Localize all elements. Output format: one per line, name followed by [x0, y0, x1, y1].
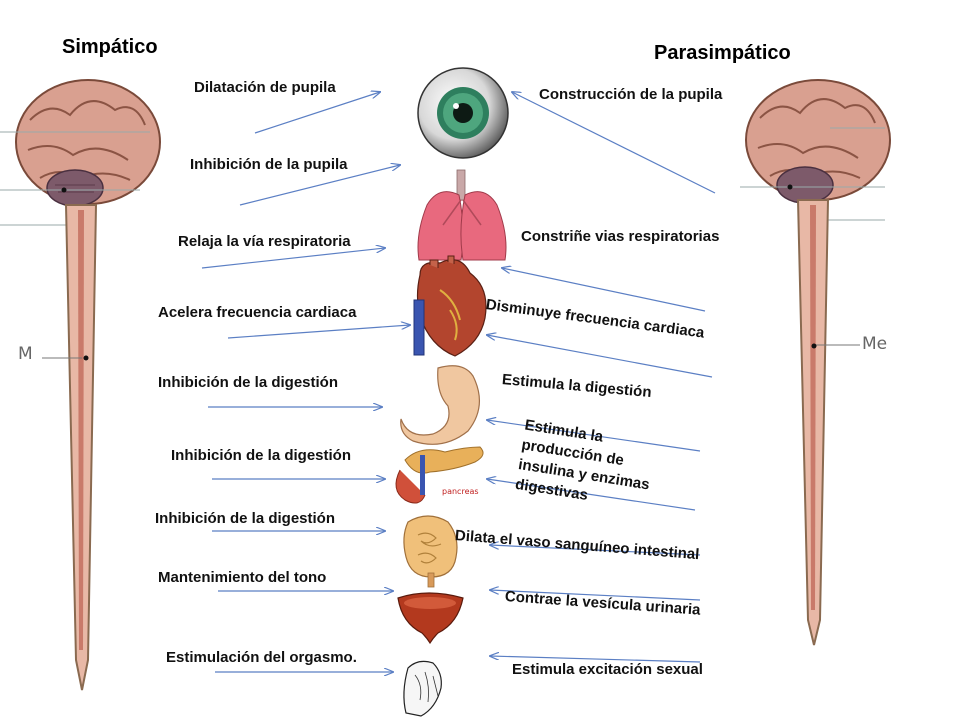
sym-label-pupil-dilation: Dilatación de pupila [194, 79, 336, 96]
right-spinal-cord [796, 199, 860, 646]
pancreas-icon: pancreas [395, 446, 484, 504]
sym-label-digestion-1: Inhibición de la digestión [158, 374, 339, 391]
heart-icon [413, 255, 487, 357]
arrow-para-heart [487, 335, 713, 378]
pancreas-caption: pancreas [442, 487, 479, 496]
para-label-pupil: Construcción de la pupila [539, 86, 723, 103]
left-spinal-cord [42, 204, 98, 691]
right-side-mark: Me [862, 334, 888, 354]
right-brain [740, 79, 891, 223]
arrow-para-bladder [490, 590, 701, 601]
arrow-para-intestine [490, 545, 701, 556]
lungs-icon [417, 169, 507, 261]
arrow-sym-pupil-dilation [254, 92, 380, 134]
arrow-sym-pupil-inhibition [239, 165, 400, 206]
arrow-para-sexual [490, 656, 701, 663]
arrow-para-insulin [487, 479, 696, 511]
parasympathetic-title: Parasimpático [654, 42, 791, 64]
para-label-airway: Constriñe vias respiratorias [521, 228, 720, 245]
arrow-sym-airway [201, 248, 385, 269]
eye-icon [417, 67, 509, 159]
left-brain [0, 79, 161, 226]
left-side-mark: M [18, 344, 33, 364]
sym-label-digestion-2: Inhibición de la digestión [171, 447, 352, 464]
bladder-icon [397, 592, 464, 645]
arrow-para-digestion [487, 420, 701, 452]
para-label-sexual: Estimula excitación sexual [512, 661, 703, 678]
sym-label-orgasm: Estimulación del orgasmo. [166, 649, 357, 666]
sympathetic-title: Simpático [62, 36, 158, 58]
sym-label-pupil-inhibition: Inhibición de la pupila [190, 156, 348, 173]
stomach-icon [400, 365, 480, 445]
genital-sketch-icon [403, 660, 442, 717]
sym-label-digestion-3: Inhibición de la digestión [155, 510, 336, 527]
sym-label-airway: Relaja la vía respiratoria [178, 233, 351, 250]
arrow-para-airway [502, 268, 706, 312]
arrow-para-pupil [512, 92, 716, 194]
intestine-icon [403, 515, 458, 588]
sym-label-heart: Acelera frecuencia cardiaca [158, 304, 357, 321]
sym-label-tone: Mantenimiento del tono [158, 569, 327, 586]
arrow-sym-heart [227, 325, 410, 339]
